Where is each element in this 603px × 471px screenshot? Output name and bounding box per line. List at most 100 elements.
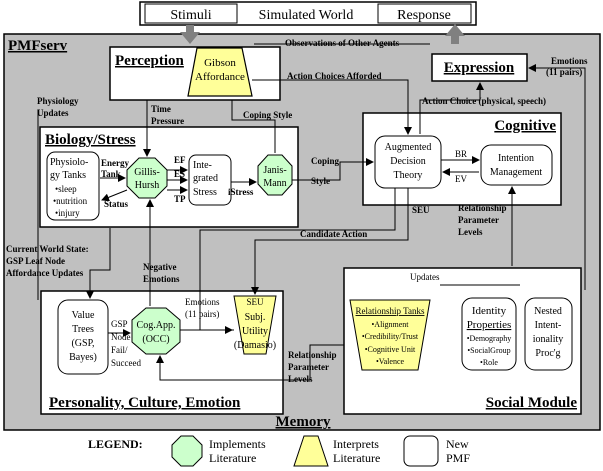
flows-rel-params1-text: Relationship xyxy=(458,203,507,213)
expression-title: Expression xyxy=(444,60,515,76)
biology-integrated-line1-text: Inte- xyxy=(193,160,212,171)
social-module-box: Social Module Updates Relationship Tanks… xyxy=(343,267,582,415)
social-ni-line1-text: Nested xyxy=(534,306,562,317)
personality-emo-line1-text: Emotions xyxy=(185,297,220,307)
legend-title-text: LEGEND: xyxy=(88,437,143,451)
flows-status-text: Status xyxy=(104,199,129,209)
flows-observations-text: Observations of Other Agents xyxy=(285,38,400,48)
social-ni-line3-text: ionality xyxy=(533,334,564,345)
simulated-world-bar: Stimuli Simulated World Response xyxy=(139,1,477,26)
flows-time1-text: Time xyxy=(151,104,171,114)
perception-title: Perception xyxy=(115,53,185,69)
personality-gsp-line1-text: GSP xyxy=(111,319,128,329)
flows-tp-text: TP xyxy=(174,194,186,204)
legend-impl-line2-text: Literature xyxy=(209,451,256,465)
personality-emo-line2-text: (11 pairs) xyxy=(185,309,219,319)
personality-gsp-line2-text: Node xyxy=(111,332,131,342)
legend-box-icon xyxy=(403,435,439,467)
biology-stress-box: Biology/Stress Physiolo- gy Tanks •sleep… xyxy=(39,126,299,228)
biology-integrated-line2-text: grated xyxy=(193,173,218,184)
social-rt-title-text: Relationship Tanks xyxy=(356,306,425,316)
world-arrows xyxy=(180,24,465,44)
response-label: Response xyxy=(397,8,451,23)
gibson-line1: Gibson xyxy=(204,57,236,69)
gibson-line2: Affordance xyxy=(195,71,245,83)
flows-rel-low2-text: Parameter xyxy=(288,362,329,372)
legend-trapezoid-icon xyxy=(293,435,329,467)
social-rt-b1-text: •Alignment xyxy=(371,320,409,329)
flows-neg2-text: Emotions xyxy=(143,274,180,284)
personality-cog-line1-text: Cog.App. xyxy=(137,320,176,331)
personality-subj-line2-text: Utility xyxy=(242,326,268,337)
cognitive-box: Cognitive Augmented Decision Theory Inte… xyxy=(362,112,562,206)
biology-gillis-line2-text: Hursh xyxy=(135,180,159,191)
personality-gsp-line3-text: Fail/ xyxy=(111,345,128,355)
legend-impl-line1-text: Implements xyxy=(209,437,266,451)
cognitive-adt-line3-text: Theory xyxy=(394,170,423,181)
flows-emotions-r1-text: Emotions xyxy=(551,56,588,66)
personality-vt-line4-text: Bayes) xyxy=(69,352,97,363)
biology-phys-line2-text: gy Tanks xyxy=(50,170,86,181)
flows-cws2-text: GSP Leaf Node xyxy=(6,256,65,266)
cognitive-title: Cognitive xyxy=(494,118,556,134)
personality-gsp-line4-text: Succeed xyxy=(111,358,141,368)
cognitive-adt-line2-text: Decision xyxy=(390,156,426,167)
perception-box: Perception Gibson Affordance xyxy=(109,46,281,101)
biology-janis-line1-text: Janis- xyxy=(263,165,286,176)
flows-time2-text: Pressure xyxy=(151,116,184,126)
personality-vt-line3-text: (GSP, xyxy=(71,338,94,349)
flows-action-afforded-text: Action Choices Afforded xyxy=(287,71,382,81)
social-title: Social Module xyxy=(486,395,578,411)
biology-janis-line2-text: Mann xyxy=(263,178,286,189)
flows-cws3-text: Affordance Updates xyxy=(6,268,84,278)
personality-vt-line2-text: Trees xyxy=(72,324,94,335)
cognitive-im-line1-text: Intention xyxy=(498,153,534,164)
social-ip-line1-text: Identity xyxy=(472,305,507,317)
biology-phys-b3-text: •injury xyxy=(55,208,80,218)
social-ip-b1-text: •Demography xyxy=(467,334,512,343)
janis-mann-octagon xyxy=(257,154,293,196)
flows-neg1-text: Negative xyxy=(143,262,177,272)
social-updates-text: Updates xyxy=(410,272,440,282)
nested-intentionality-box xyxy=(524,297,573,371)
flows-es-text: ES xyxy=(174,169,185,179)
flows-physio-updates2-text: Updates xyxy=(37,108,69,118)
expression-box: Expression xyxy=(431,53,528,82)
stimuli-label: Stimuli xyxy=(170,8,211,23)
intention-management-box xyxy=(480,144,553,186)
social-ip-b2-text: •SocialGroup xyxy=(467,346,510,355)
biology-phys-b2-text: •nutrition xyxy=(53,196,88,206)
biology-integrated-line3-text: Stress xyxy=(193,187,217,198)
legend: LEGEND: Implements Literature Interprets… xyxy=(88,435,470,467)
flows-candidate-text: Candidate Action xyxy=(300,229,367,239)
social-ni-line4-text: Proc'g xyxy=(535,348,560,359)
flows-ef-text: EF xyxy=(174,155,186,165)
social-ip-b3-text: •Role xyxy=(480,358,498,367)
legend-interp-line1-text: Interprets xyxy=(333,437,379,451)
simulated-world-label: Simulated World xyxy=(259,8,354,23)
personality-subj-line1-text: Subj. xyxy=(245,312,266,323)
flows-rel-low1-text: Relationship xyxy=(288,350,337,360)
flows-energy2-text: Tank xyxy=(101,169,121,179)
cognitive-adt-line1-text: Augmented xyxy=(385,142,432,153)
flows-coping1-text: Coping xyxy=(311,156,340,166)
connector-lines xyxy=(37,43,586,381)
flow-labels: Observations of Other Agents Emotions (1… xyxy=(6,38,588,384)
flows-rel-low3-text: Levels xyxy=(288,374,313,384)
cognitive-br-text: BR xyxy=(455,149,467,159)
social-ip-line2-text: Properties xyxy=(467,319,512,331)
cog-app-occ-octagon xyxy=(131,307,181,355)
personality-title: Personality, Culture, Emotion xyxy=(49,395,241,411)
flows-rel-params3-text: Levels xyxy=(458,227,483,237)
cognitive-ev-text: EV xyxy=(455,174,467,184)
social-ni-line2-text: Intent- xyxy=(535,320,562,331)
social-rt-b2-text: •Credibility/Trust xyxy=(362,332,419,341)
flows-istress-text: iStress xyxy=(228,187,254,197)
biology-gillis-line1-text: Gillis- xyxy=(134,167,160,178)
legend-new-line2-text: PMF xyxy=(446,451,470,465)
relationship-tanks-trapezoid xyxy=(349,299,431,371)
flows-energy1-text: Energy xyxy=(101,158,129,168)
biology-phys-b1-text: •sleep xyxy=(55,184,77,194)
gibson-affordance-trapezoid xyxy=(187,47,253,97)
